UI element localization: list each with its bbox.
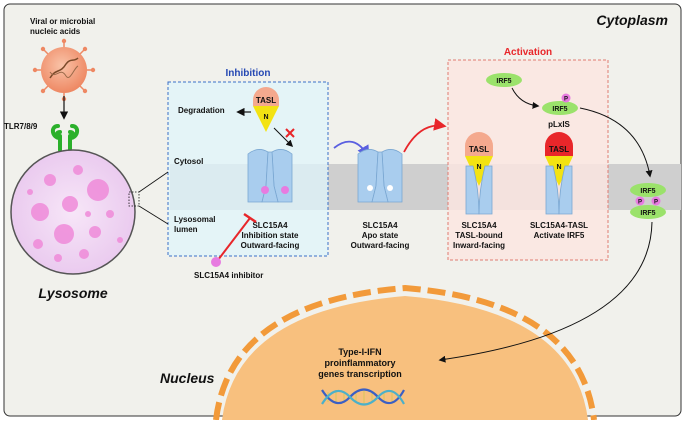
bound-label-1: SLC15A4 bbox=[461, 221, 497, 230]
slc15a4-inward-transporter bbox=[465, 165, 493, 215]
dimer-irf5-bottom: IRF5 bbox=[640, 210, 655, 217]
lumen-label-2: lumen bbox=[174, 225, 198, 234]
irf5-dimer-icon bbox=[630, 183, 666, 219]
dimer-p-left: P bbox=[638, 200, 642, 206]
phospho-label: P bbox=[564, 97, 568, 103]
inhibitor-molecule-icon bbox=[211, 257, 221, 267]
cytosol-label: Cytosol bbox=[174, 157, 203, 166]
transcription-line-1: Type-I-IFN bbox=[338, 347, 381, 357]
slc15a4-active-transporter bbox=[545, 165, 573, 215]
cytoplasm-label: Cytoplasm bbox=[596, 12, 668, 28]
tlr-receptor-icon bbox=[51, 124, 79, 152]
apo-label-3: Outward-facing bbox=[351, 241, 410, 250]
apo-to-activation-arrow bbox=[403, 118, 447, 153]
inhibition-title: Inhibition bbox=[226, 68, 271, 79]
tasl-label-inhibited: TASL bbox=[256, 96, 276, 105]
irf5-to-phospho-arrow bbox=[511, 87, 540, 109]
tasl-degraded-icon bbox=[253, 87, 279, 132]
activation-title: Activation bbox=[504, 47, 552, 58]
inhibitor-label: SLC15A4 inhibitor bbox=[194, 271, 263, 280]
lysosome-label: Lysosome bbox=[38, 285, 107, 301]
phospho-to-dimer-arrow bbox=[579, 107, 653, 178]
transcription-line-3: genes transcription bbox=[318, 369, 402, 379]
zoom-callout-lines bbox=[128, 171, 169, 225]
irf5-icon bbox=[486, 73, 522, 87]
active-label-2: Activate IRF5 bbox=[534, 231, 585, 240]
inhibited-label-2: Inhibition state bbox=[242, 231, 299, 240]
dimer-p-right: P bbox=[654, 200, 658, 206]
blocked-binding-arrow bbox=[273, 127, 294, 148]
dna-helix-icon bbox=[321, 388, 405, 406]
transcription-line-2: proinflammatory bbox=[324, 358, 395, 368]
lumen-label-1: Lysosomal bbox=[174, 215, 216, 224]
irf5-phosphorylated-icon bbox=[542, 101, 578, 115]
apo-label-2: Apo state bbox=[362, 231, 399, 240]
slc15a4-apo-transporter bbox=[357, 149, 403, 203]
apo-label-1: SLC15A4 bbox=[362, 221, 398, 230]
active-label-1: SLC15A4-TASL bbox=[530, 221, 588, 230]
inhibited-label-1: SLC15A4 bbox=[252, 221, 288, 230]
bound-label-2: TASL-bound bbox=[455, 231, 503, 240]
motif-label: pLxIS bbox=[548, 120, 570, 129]
slc15a4-inhibited-transporter bbox=[247, 149, 293, 203]
tasl-label-active: TASL bbox=[549, 145, 569, 154]
tlr-label: TLR7/8/9 bbox=[4, 122, 38, 131]
tasl-active-icon bbox=[545, 132, 573, 186]
inhibitor-line bbox=[217, 217, 251, 261]
dimer-irf5-top: IRF5 bbox=[640, 188, 655, 195]
n-label-inhibited: N bbox=[263, 114, 268, 121]
irf5-phosphorylated-label: IRF5 bbox=[552, 106, 567, 113]
n-label-bound: N bbox=[476, 164, 481, 171]
nucleus-label: Nucleus bbox=[160, 370, 215, 386]
degradation-label: Degradation bbox=[178, 106, 225, 115]
nucleus-organelle bbox=[213, 284, 597, 421]
tasl-label-bound: TASL bbox=[469, 145, 489, 154]
inhibited-label-3: Outward-facing bbox=[241, 241, 300, 250]
n-label-active: N bbox=[556, 164, 561, 171]
lysosome-organelle bbox=[10, 149, 136, 275]
inhibitor-bar bbox=[243, 212, 257, 224]
virus-label-2: nucleic acids bbox=[30, 27, 81, 36]
irf5-label: IRF5 bbox=[496, 78, 511, 85]
blocked-x-icon bbox=[285, 128, 295, 138]
tasl-bound-icon bbox=[465, 132, 493, 186]
phospho-icon bbox=[561, 93, 571, 103]
virus-label-1: Viral or microbial bbox=[30, 17, 95, 26]
dimer-to-nucleus-arrow bbox=[438, 221, 653, 363]
bound-label-3: Inward-facing bbox=[453, 241, 505, 250]
activation-panel bbox=[447, 59, 609, 261]
virus-icon bbox=[32, 38, 96, 102]
